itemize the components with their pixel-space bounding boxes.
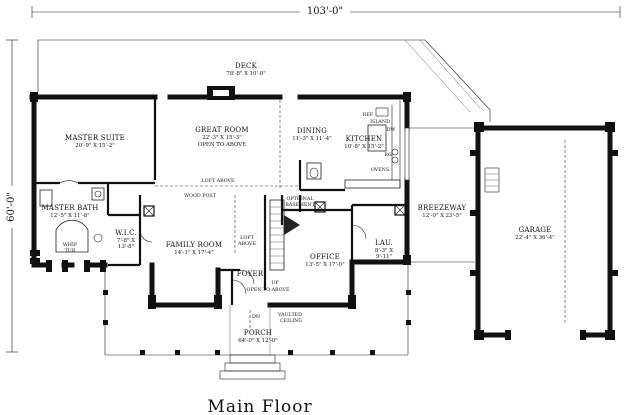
- svg-text:DECK: DECK: [235, 62, 258, 70]
- room-label-great-room: GREAT ROOM 22'-3" X 15'-3" OPEN TO ABOVE: [195, 126, 248, 148]
- exterior-walls: [29, 86, 411, 309]
- garage-structure: [470, 122, 618, 340]
- svg-text:10'-8" X 15'-2": 10'-8" X 15'-2": [344, 144, 383, 150]
- plan-notes: LOFT ABOVE WOOD POST OPTIONAL BASEMENT L…: [63, 112, 396, 324]
- room-label-garage: GARAGE 22'-4" X 36'-4": [515, 226, 554, 241]
- note-dn: DN: [252, 314, 260, 320]
- svg-text:W.I.C.: W.I.C.: [115, 229, 137, 237]
- room-label-breezeway: BREEZEWAY 12'-0" X 23'-5": [418, 204, 467, 219]
- note-loft-above: LOFT ABOVE: [201, 178, 235, 184]
- svg-text:LAU.: LAU.: [375, 239, 393, 247]
- svg-text:11'-3" X 11'-4": 11'-3" X 11'-4": [292, 136, 331, 142]
- plan-caption: Main Floor: [207, 397, 312, 415]
- note-rg: RG: [384, 152, 392, 158]
- svg-text:OPEN TO ABOVE: OPEN TO ABOVE: [247, 287, 290, 293]
- note-island: ISLAND: [370, 119, 390, 125]
- svg-text:64'-0" X 12'-0": 64'-0" X 12'-0": [238, 338, 277, 344]
- svg-text:12'-5" X 11'-8": 12'-5" X 11'-8": [50, 213, 89, 219]
- overall-depth-label: 60'-0": [6, 192, 17, 222]
- room-label-dining: DINING 11'-3" X 11'-4": [292, 127, 331, 142]
- note-tub: TUB: [65, 248, 76, 254]
- svg-text:8'-3" X: 8'-3" X: [375, 248, 393, 254]
- note-up: UP: [271, 280, 279, 286]
- note-ceiling: CEILING: [280, 318, 302, 324]
- overall-width-dimension: 103'-0": [31, 4, 621, 18]
- svg-text:GARAGE: GARAGE: [519, 226, 552, 234]
- note-basement: BASEMENT: [285, 202, 315, 208]
- svg-text:9'-11": 9'-11": [376, 254, 392, 260]
- svg-text:22'-3" X 15'-3": 22'-3" X 15'-3": [202, 135, 241, 141]
- svg-text:DINING: DINING: [297, 127, 327, 135]
- svg-text:13'-8": 13'-8": [118, 244, 134, 250]
- note-wood-post: WOOD POST: [184, 193, 217, 199]
- deck-outline: [37, 39, 491, 122]
- door-swings: [59, 180, 367, 295]
- note-whip: WHIP: [63, 242, 78, 248]
- room-label-master-bath: MASTER BATH 12'-5" X 11'-8": [41, 204, 98, 219]
- main-stair: [269, 199, 300, 271]
- svg-text:OFFICE: OFFICE: [310, 253, 340, 261]
- svg-text:14'-1" X 17'-4": 14'-1" X 17'-4": [174, 250, 213, 256]
- room-label-porch: PORCH 64'-0" X 12'-0": [238, 329, 277, 344]
- note-ref: REF: [363, 112, 374, 118]
- note-loft-vertical: LOFT: [240, 235, 254, 241]
- svg-text:FAMILY ROOM: FAMILY ROOM: [166, 241, 222, 249]
- svg-text:GREAT ROOM: GREAT ROOM: [195, 126, 248, 134]
- note-above-vertical: ABOVE: [237, 241, 256, 247]
- svg-text:7'-8" X: 7'-8" X: [117, 238, 135, 244]
- note-vaulted: VAULTED: [277, 312, 302, 318]
- room-label-master-suite: MASTER SUITE 20'-9" X 15'-2": [65, 134, 125, 149]
- svg-text:MASTER BATH: MASTER BATH: [41, 204, 98, 212]
- svg-text:12'-0" X 23'-5": 12'-0" X 23'-5": [422, 213, 461, 219]
- svg-text:FOYER: FOYER: [237, 270, 264, 278]
- room-label-kitchen: KITCHEN 10'-8" X 15'-2": [344, 135, 383, 150]
- svg-text:BREEZEWAY: BREEZEWAY: [418, 204, 467, 212]
- svg-text:KITCHEN: KITCHEN: [346, 135, 383, 143]
- room-label-family-room: FAMILY ROOM 14'-1" X 17'-4": [166, 241, 222, 256]
- svg-text:OPEN TO ABOVE: OPEN TO ABOVE: [198, 142, 246, 148]
- room-label-wic: W.I.C. 7'-8" X 13'-8": [115, 229, 137, 250]
- room-label-office: OFFICE 13'-5" X 17'-0": [305, 253, 344, 268]
- note-optional: OPTIONAL: [286, 196, 314, 202]
- svg-text:22'-4" X 36'-4": 22'-4" X 36'-4": [515, 235, 554, 241]
- master-bath-fixtures: [39, 187, 105, 253]
- room-label-laundry: LAU. 8'-3" X 9'-11": [375, 239, 393, 260]
- svg-text:13'-5" X 17'-0": 13'-5" X 17'-0": [305, 262, 344, 268]
- svg-text:78'-8" X 10'-0": 78'-8" X 10'-0": [226, 71, 265, 77]
- room-label-deck: DECK 78'-8" X 10'-0": [226, 62, 265, 77]
- porch-structure: [103, 262, 411, 380]
- svg-text:PORCH: PORCH: [244, 329, 272, 337]
- note-ovens: OVENS: [371, 167, 389, 173]
- svg-text:20'-9" X 15'-2": 20'-9" X 15'-2": [75, 143, 114, 149]
- overall-width-label: 103'-0": [307, 6, 343, 17]
- svg-text:MASTER SUITE: MASTER SUITE: [65, 134, 125, 142]
- room-label-foyer: FOYER OPEN TO ABOVE: [237, 270, 290, 293]
- overall-depth-dimension: 60'-0": [4, 39, 18, 353]
- breezeway-structure: [404, 127, 475, 263]
- note-dw: DW: [387, 127, 396, 133]
